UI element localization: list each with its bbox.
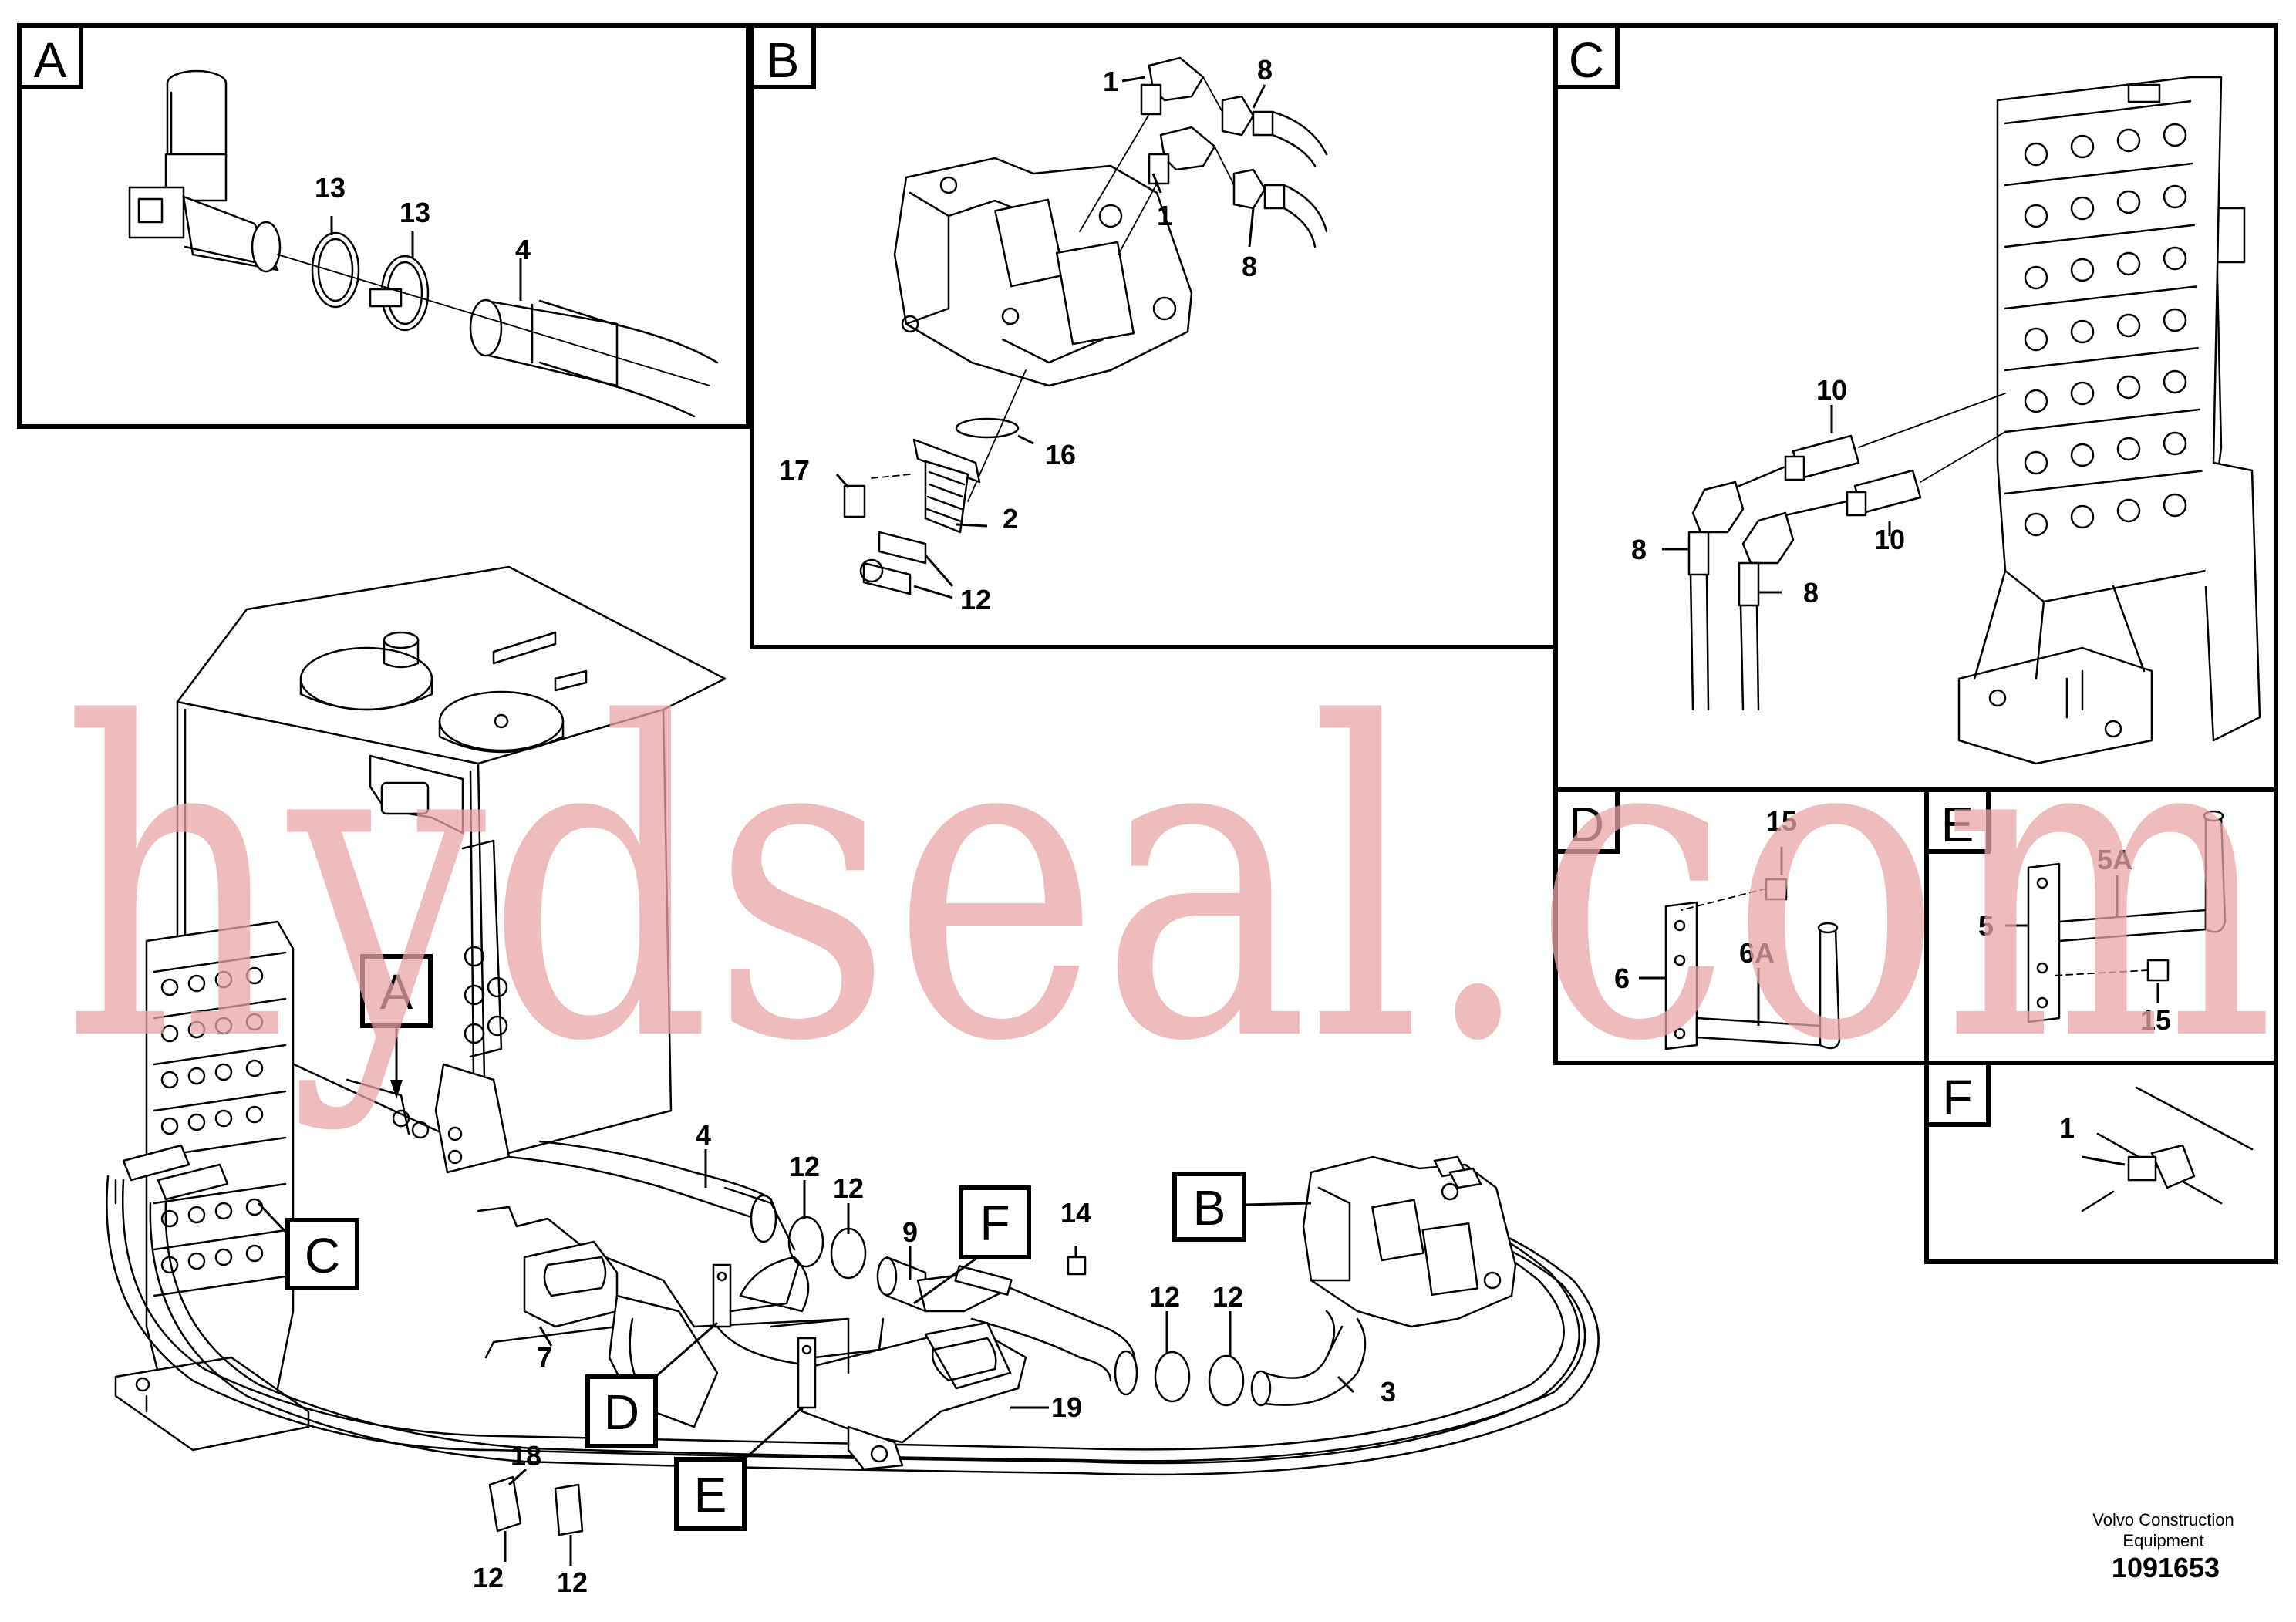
oring-adapter-drawing	[843, 369, 1027, 595]
panel-d-label-6a: 6A	[1739, 937, 1775, 969]
callout-box-f: F	[913, 1185, 1031, 1305]
panel-d-letter: D	[1569, 797, 1604, 852]
panel-c-label-10b: 10	[1874, 524, 1905, 555]
panel-f-label-1: 1	[2059, 1112, 2075, 1144]
hose-assembly-drawing	[1687, 393, 2006, 711]
drawing-number: 1091653	[2112, 1552, 2220, 1583]
callout-box-d: D	[585, 1321, 718, 1448]
footer: Volvo Construction Equipment 1091653	[2092, 1510, 2234, 1583]
main-label-12d: 12	[1212, 1281, 1243, 1313]
panel-f-letter: F	[1942, 1070, 1972, 1125]
panel-e-label-15: 15	[2140, 1004, 2171, 1036]
main-label-12c: 12	[1149, 1281, 1180, 1313]
maker-line-2: Equipment	[2122, 1531, 2203, 1550]
panel-b-letter: B	[767, 32, 800, 88]
callout-box-a: A	[360, 954, 433, 1099]
sensor-pipe-drawing	[2081, 1086, 2254, 1212]
main-label-4: 4	[696, 1119, 711, 1151]
main-label-7: 7	[537, 1341, 552, 1373]
hose-nut-drawing	[1202, 76, 1328, 248]
panel-a-label-4: 4	[515, 234, 531, 265]
detail-panel-d: D 15 6 6A	[1553, 787, 1929, 1065]
panel-e-letter: E	[1941, 797, 1974, 852]
hydraulic-tank-drawing	[176, 565, 727, 1174]
panel-c-label-8b: 8	[1803, 577, 1819, 609]
main-control-valve-drawing	[114, 920, 310, 1452]
main-hose-loop-drawing	[106, 1144, 1600, 1536]
maker-line-1: Volvo Construction	[2092, 1510, 2234, 1529]
main-label-9: 9	[902, 1216, 918, 1248]
panel-b-label-17: 17	[779, 454, 810, 486]
callout-box-b: B	[1172, 1172, 1312, 1242]
pump-drawing	[893, 157, 1193, 387]
main-label-12f: 12	[557, 1566, 588, 1598]
panel-b-label-1b: 1	[1157, 200, 1172, 231]
svg-text:F: F	[979, 1195, 1010, 1251]
detail-panel-c: C	[1553, 23, 2278, 792]
svg-text:B: B	[1193, 1180, 1226, 1236]
elbow-fitting-drawing	[1079, 56, 1216, 255]
main-bracket-d-drawing	[712, 1263, 811, 1367]
suction-hose-drawing	[507, 1140, 1367, 1407]
panel-a-letter: A	[34, 32, 67, 88]
panel-b-label-1a: 1	[1103, 66, 1118, 97]
main-callouts: A B C D E F	[257, 954, 1312, 1531]
main-label-12a: 12	[789, 1151, 820, 1182]
panel-d-label-6: 6	[1614, 963, 1630, 994]
panel-e-label-5: 5	[1978, 910, 1994, 942]
detail-panel-b: B	[750, 23, 1558, 649]
svg-text:E: E	[694, 1467, 727, 1523]
hose-drawing	[277, 254, 719, 418]
temperature-sensor-drawing	[128, 69, 282, 273]
main-assembly-drawing	[106, 565, 1600, 1536]
panel-a-label-13b: 13	[400, 197, 430, 228]
main-label-19: 19	[1051, 1391, 1082, 1423]
panel-a-label-13a: 13	[315, 172, 346, 204]
main-pump-drawing	[1302, 1155, 1517, 1359]
svg-text:C: C	[305, 1228, 340, 1283]
main-part-labels: 4 12 12 9 14 12 12 3 7 19 18 12 12	[473, 1119, 1396, 1598]
callout-box-e: E	[674, 1406, 803, 1531]
main-bracket-e-drawing	[797, 1317, 885, 1409]
panel-c-label-8a: 8	[1631, 534, 1647, 565]
panel-e-label-5a: 5A	[2097, 844, 2132, 875]
panel-d-label-15: 15	[1766, 805, 1797, 837]
bracket-pipe-drawing	[1664, 878, 1841, 1050]
panel-b-label-16: 16	[1045, 439, 1076, 470]
callout-box-c: C	[257, 1202, 359, 1290]
main-label-14: 14	[1060, 1197, 1091, 1229]
main-label-12e: 12	[473, 1562, 504, 1593]
control-valve-drawing	[1957, 76, 2261, 765]
panel-b-label-2: 2	[1003, 503, 1018, 534]
panel-b-label-12: 12	[960, 584, 991, 615]
main-label-18: 18	[511, 1440, 541, 1472]
svg-text:A: A	[380, 964, 413, 1020]
watermark-text: hydseal.com	[62, 633, 2275, 1136]
detail-panel-a: A	[17, 23, 750, 429]
panel-c-label-10a: 10	[1816, 374, 1847, 406]
bracket-pipe-drawing-e	[2027, 810, 2227, 1023]
panel-b-label-8b: 8	[1242, 251, 1257, 282]
detail-panel-e: E 5A 5 15	[1924, 787, 2278, 1065]
svg-text:D: D	[604, 1384, 639, 1440]
panel-b-label-8a: 8	[1257, 54, 1273, 86]
detail-panel-f: F 1	[1924, 1061, 2278, 1264]
lower-frame-drawing	[477, 1186, 1027, 1471]
panel-c-letter: C	[1569, 32, 1604, 88]
main-label-3: 3	[1381, 1376, 1396, 1408]
main-label-12b: 12	[833, 1172, 864, 1204]
